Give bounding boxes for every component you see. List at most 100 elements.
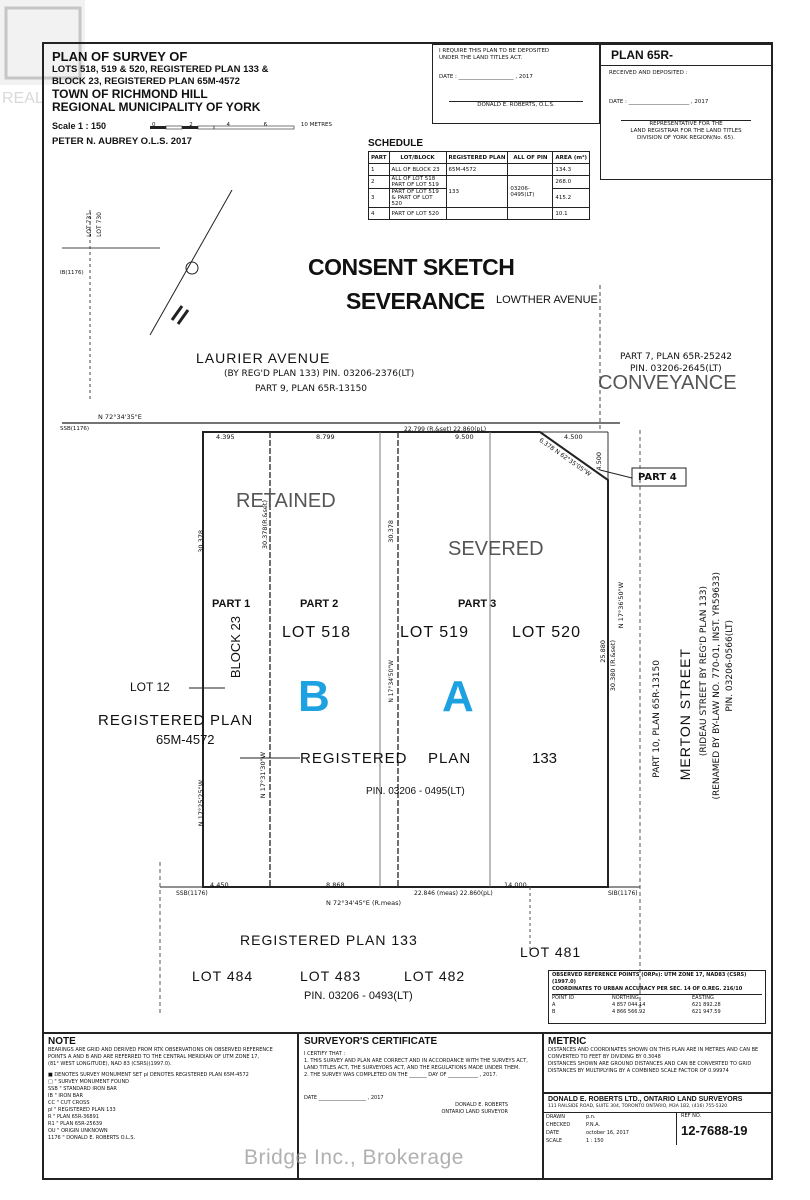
- coords-title-2: COORDINATES TO URBAN ACCURACY PER SEC. 1…: [552, 986, 743, 992]
- cert-sig-2: ONTARIO LAND SURVEYOR: [441, 1109, 508, 1115]
- cert-line-0: I CERTIFY THAT :: [304, 1051, 346, 1057]
- bottom-panel: [42, 1032, 773, 1182]
- bearing-n17-c: N 17°36'50"W: [617, 582, 625, 629]
- scale-label: Scale 1 : 150: [52, 121, 107, 131]
- lot-483-label: LOT 483: [300, 968, 362, 984]
- bearing-top: N 72°34'35"E: [98, 413, 142, 421]
- plan-65m-4572-label: 65M-4572: [156, 732, 215, 747]
- cert-line-3: 2. THE SURVEY WAS COMPLETED ON THE _____…: [304, 1072, 498, 1078]
- lot-730-label: LOT 730: [96, 212, 103, 237]
- scale-ticks: 0 2 4 6 10 METRES: [152, 122, 332, 129]
- dim-22799: 22.799 (R.&set) 22.860(pL): [404, 426, 487, 433]
- deposit-line-1: I REQUIRE THIS PLAN TO BE DEPOSITED: [439, 48, 550, 54]
- table-row: 4 PART OF LOT 520 10.1: [368, 207, 591, 220]
- cert-line-2: LAND TITLES ACT, THE SURVEYORS ACT, AND …: [304, 1065, 520, 1071]
- cert-date: DATE ___________________ , 2017: [304, 1095, 384, 1101]
- checked-value: P.N.A.: [586, 1122, 601, 1128]
- table-cell: 621 892.28: [692, 1002, 721, 1008]
- plan-65r-title: PLAN 65R-: [601, 45, 771, 66]
- plan-65r-box: PLAN 65R- RECEIVED AND DEPOSITED : DATE …: [600, 44, 772, 180]
- lot-481-label: LOT 481: [520, 944, 582, 960]
- registered-133-label: REGISTERED: [300, 750, 408, 767]
- table-cell: 621 947.59: [692, 1009, 721, 1015]
- divider: [297, 1032, 299, 1180]
- divider: [542, 1032, 544, 1180]
- dim-4500b: 4.500: [595, 452, 603, 471]
- dim-4395: 4.395: [216, 433, 235, 441]
- cert-sig-1: DONALD E. ROBERTS: [455, 1102, 508, 1108]
- legend-item: □ " SURVEY MONUMENT FOUND: [48, 1079, 130, 1085]
- bearing-n17-d: N 17°34'50"W: [388, 660, 395, 703]
- part-9-label: PART 9, PLAN 65R-13150: [255, 384, 368, 394]
- metric-line-2: CONVERTED TO FEET BY DIVIDING BY 0.3048: [548, 1054, 661, 1060]
- schedule-title: SCHEDULE: [368, 138, 424, 149]
- merton-street-label: MERTON STREET: [677, 648, 693, 781]
- lowther-avenue-label: LOWTHER AVENUE: [496, 294, 598, 306]
- sib-bottom-right: SIB(1176): [608, 890, 638, 897]
- lot-484-label: LOT 484: [192, 968, 254, 984]
- title-block: PLAN OF SURVEY OF LOTS 518, 519 & 520, R…: [52, 50, 372, 148]
- registered-label: REGISTERED: [98, 712, 206, 729]
- dim-22846: 22.846 (meas) 22.860(pL): [414, 890, 493, 897]
- coords-header: NORTHING: [612, 995, 639, 1001]
- metric-line-4: DISTANCES BY MULTIPLYING BY A COMBINED S…: [548, 1068, 729, 1074]
- registered-plan-133-bottom: REGISTERED PLAN 133: [240, 932, 418, 948]
- table-cell: [507, 207, 554, 220]
- merton-sub-2: (RENAMED BY BY-LAW NO. 770-01, INST. YR5…: [712, 572, 722, 800]
- table-row: B 4 866 566.92 621 947.59: [552, 1009, 762, 1016]
- legend-item: R " PLAN 65R-36891: [48, 1114, 99, 1120]
- table-cell: B: [552, 1009, 556, 1015]
- scale-tick: 10 METRES: [300, 122, 332, 128]
- note-line-3: (81° WEST LONGITUDE), NAD 83 (CSRS)(1997…: [48, 1061, 172, 1067]
- dim-9500: 9.500: [455, 433, 474, 441]
- legend-item: SSB " STANDARD IRON BAR: [48, 1086, 117, 1092]
- area-b-letter: B: [298, 672, 330, 721]
- title-line-5: REGIONAL MUNICIPALITY OF YORK: [52, 100, 261, 114]
- plan-rep-2: LAND REGISTRAR FOR THE LAND TITLES: [630, 128, 742, 134]
- laurier-sub-label: (BY REG'D PLAN 133) PIN. 03206-2376(LT): [224, 369, 415, 379]
- table-cell: A: [552, 1002, 556, 1008]
- property-boundary: [202, 431, 609, 888]
- part-2-label: PART 2: [300, 598, 339, 610]
- plan-received: RECEIVED AND DEPOSITED :: [609, 70, 688, 76]
- legend-item: pl " REGISTERED PLAN 133: [48, 1107, 116, 1113]
- legend-item: IB " IRON BAR: [48, 1093, 83, 1099]
- bearing-bottom: N 72°34'45"E (R.meas): [326, 899, 402, 907]
- note-line-1: BEARINGS ARE GRID AND DERIVED FROM RTK O…: [48, 1047, 273, 1053]
- table-cell: 4: [368, 207, 390, 220]
- schedule-header: ALL OF PIN: [507, 151, 554, 164]
- metric-line-1: DISTANCES AND COORDINATES SHOWN ON THIS …: [548, 1047, 759, 1053]
- schedule: SCHEDULE PART LOT/BLOCK REGISTERED PLAN …: [368, 138, 591, 220]
- surveyor-line: PETER N. AUBREY O.L.S. 2017: [52, 136, 192, 147]
- metric-title: METRIC: [548, 1036, 587, 1047]
- legend-item: CC " CUT CROSS: [48, 1100, 90, 1106]
- drawn-value: p.n.: [586, 1114, 596, 1120]
- firm-name: DONALD E. ROBERTS LTD., ONTARIO LAND SUR…: [548, 1096, 743, 1103]
- ref-number: 12-7688-19: [681, 1123, 748, 1138]
- note-block: NOTE BEARINGS ARE GRID AND DERIVED FROM …: [48, 1036, 294, 1142]
- ssb-bottom-left: SSB(1176): [176, 890, 208, 897]
- dim-8868: 8.868: [326, 881, 345, 889]
- pin-2645-label: PIN. 03206-2645(LT): [630, 364, 722, 374]
- metric-line-3: DISTANCES SHOWN ARE GROUND DISTANCES AND…: [548, 1061, 752, 1067]
- table-row: 2 ALL OF LOT 518 PART OF LOT 519 133 032…: [368, 175, 591, 208]
- dim-30378b: 30.378(R.&set): [261, 500, 269, 550]
- dim-14000: 14.000: [504, 881, 527, 889]
- severance-label: SEVERANCE: [346, 288, 485, 314]
- firm-block: DONALD E. ROBERTS LTD., ONTARIO LAND SUR…: [542, 1092, 773, 1145]
- legend-item: ■ DENOTES SURVEY MONUMENT SET pl DENOTES…: [48, 1072, 249, 1078]
- north-arrow: [149, 189, 233, 336]
- lot-12-label: LOT 12: [130, 680, 170, 694]
- coords-header-row: POINT ID NORTHING EASTING: [552, 994, 762, 1002]
- plan-rep-1: REPRESENTATIVE FOR THE: [649, 121, 723, 127]
- cert-line-1: 1. THIS SURVEY AND PLAN ARE CORRECT AND …: [304, 1058, 528, 1064]
- block-23-label: BLOCK 23: [228, 616, 243, 679]
- dim-30378: 30.378: [197, 530, 205, 553]
- deposit-name: DONALD E. ROBERTS, O.L.S.: [477, 102, 555, 108]
- legend-item: OU " ORIGIN UNKNOWN: [48, 1128, 108, 1134]
- legend-item: 1176 " DONALD E. ROBERTS O.L.S.: [48, 1135, 136, 1141]
- ref-label: REF NO.: [681, 1113, 702, 1119]
- plan-133-number: 133: [532, 750, 558, 767]
- part-1-label: PART 1: [212, 598, 251, 610]
- plan-133-word: PLAN: [428, 750, 472, 767]
